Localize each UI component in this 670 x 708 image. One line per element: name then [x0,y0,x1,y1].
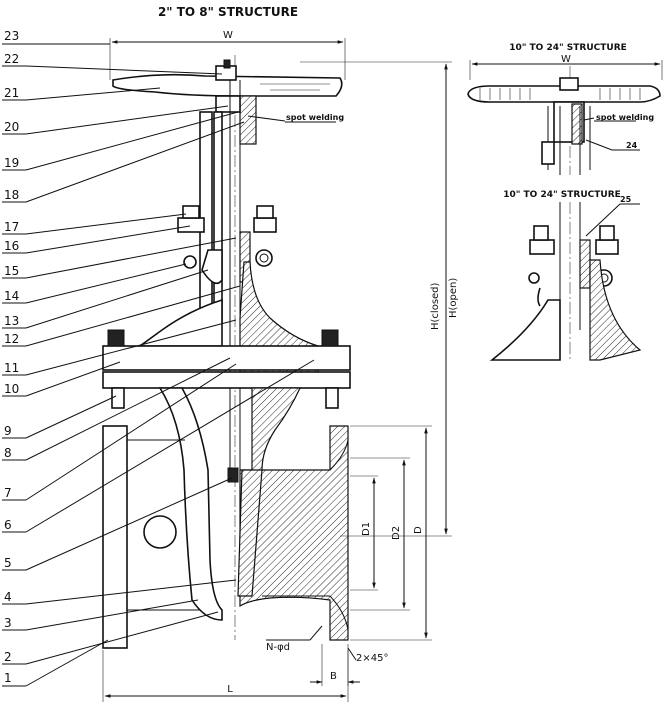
dim-D1: D1 [361,522,372,536]
main-valve-section [102,55,351,649]
dim-chamfer: 2×45° [356,653,388,664]
callout-10: 10 [4,382,19,396]
callout-17: 17 [4,220,19,234]
callout-14: 14 [4,289,19,303]
dim-H-closed: H(closed) [430,282,441,330]
callout-22: 22 [4,52,19,66]
callout-6: 6 [4,518,12,532]
callout-12: 12 [4,332,19,346]
spot-welding-note-main: spot welding [286,113,344,122]
callout-1: 1 [4,671,12,685]
dim-H-open: H(open) [448,278,459,318]
dim-D2: D2 [391,526,402,540]
dim-N-phi-d: N-φd [266,642,290,653]
callout-7: 7 [4,486,12,500]
callout-3: 3 [4,616,12,630]
main-structure-title: 2" TO 8" STRUCTURE [158,5,298,19]
inset-top-title: 10" TO 24" STRUCTURE [509,43,627,53]
inset-top-handwheel: W spot welding 24 [467,54,663,175]
callout-13: 13 [4,314,19,328]
inset-bottom-bonnet: 25 [489,195,642,361]
callout-20: 20 [4,120,19,134]
callout-23: 23 [4,29,19,43]
dim-W-main: W [223,30,233,41]
inset-bottom-title: 10" TO 24" STRUCTURE [503,190,621,200]
callout-18: 18 [4,188,19,202]
callout-19: 19 [4,156,19,170]
callout-11: 11 [4,361,19,375]
callout-16: 16 [4,239,19,253]
callout-15: 15 [4,264,19,278]
spot-welding-note-inset: spot welding [596,113,654,122]
main-dimensions: W H(closed) H(open) D1 D2 D N-φd 2×45° B [102,30,459,702]
dim-W-inset: W [561,54,571,65]
dim-B: B [330,671,337,682]
callout-2: 2 [4,650,12,664]
callout-8: 8 [4,446,12,460]
inset-callout-24: 24 [626,141,638,150]
callout-4: 4 [4,590,12,604]
dim-D: D [413,526,424,534]
dim-L: L [227,684,233,695]
callout-5: 5 [4,556,12,570]
main-callouts: 23 22 21 20 19 18 17 16 15 14 13 12 11 1… [2,29,315,687]
inset-callout-25: 25 [620,195,632,204]
callout-9: 9 [4,424,12,438]
callout-21: 21 [4,86,19,100]
